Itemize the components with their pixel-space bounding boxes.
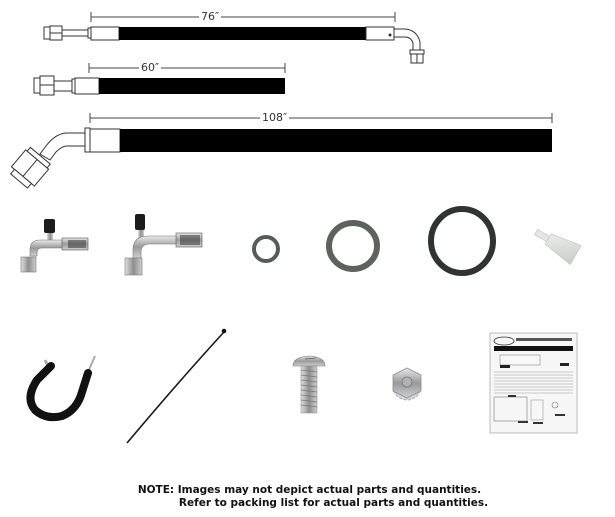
o-ring-medium-icon	[326, 220, 380, 272]
dimension-line-60	[88, 63, 286, 73]
hose-body-108	[120, 129, 552, 152]
elbow-90-fitting-icon	[365, 26, 425, 64]
dimension-line-108	[89, 113, 553, 123]
hose-60	[33, 63, 286, 96]
hose-108	[9, 113, 553, 189]
cable-tie-icon	[126, 328, 227, 444]
hose-length-label-76: 76″	[199, 10, 222, 23]
disclaimer-note: NOTE: Images may not depict actual parts…	[0, 484, 615, 510]
dimension-line-76	[90, 12, 396, 22]
p-clamp-icon	[26, 355, 96, 422]
elbow-45-fitting-icon	[9, 127, 121, 189]
o-ring-large-icon	[428, 206, 496, 276]
straight-nut-fitting-icon	[33, 75, 100, 96]
note-line-1: NOTE: Images may not depict actual parts…	[137, 484, 482, 496]
straight-nut-fitting-icon	[43, 25, 120, 41]
lubricant-tube-icon	[534, 229, 582, 265]
instruction-sheet-icon	[489, 332, 578, 434]
hose-body-76	[119, 27, 366, 40]
hose-body-60	[99, 78, 285, 94]
keps-nut-icon	[392, 367, 422, 401]
o-ring-small-icon	[252, 235, 280, 263]
service-port-fitting-large-icon	[124, 214, 203, 276]
hose-length-label-60: 60″	[139, 61, 162, 74]
screw-icon	[292, 355, 326, 414]
hose-length-label-108: 108″	[260, 111, 290, 124]
note-line-2: Refer to packing list for actual parts a…	[178, 497, 489, 509]
service-port-fitting-small-icon	[20, 219, 89, 273]
hose-76	[43, 12, 425, 64]
